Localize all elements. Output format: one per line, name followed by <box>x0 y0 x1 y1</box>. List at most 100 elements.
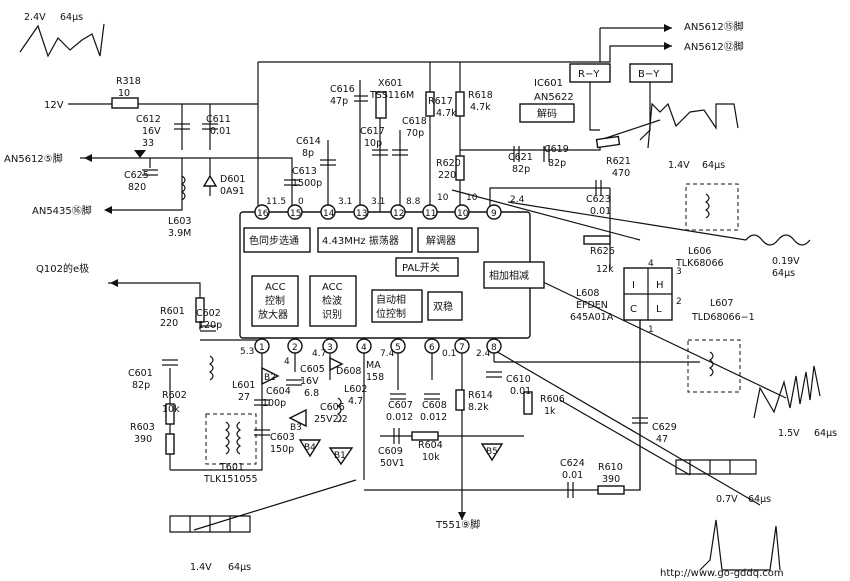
c612-volt: 16V <box>142 126 161 137</box>
t601-model: TLK151055 <box>203 474 258 485</box>
c609-value: 50V1 <box>380 458 405 469</box>
top-pins: 16 15 14 13 12 11 10 9 <box>254 204 502 220</box>
l608-model: 645A01A <box>570 312 614 323</box>
l603-value: 3.9M <box>168 228 191 239</box>
voltage: 3.1 <box>338 197 352 207</box>
block-acc-amp-3: 放大器 <box>258 308 288 321</box>
transistors <box>261 366 504 466</box>
c621-ref: C621 <box>508 152 533 163</box>
r318-value: 10 <box>118 88 130 99</box>
waveform-1-period: 64μs <box>60 12 83 23</box>
transistor-labels: B2 B3 B4 B1 B5 <box>264 373 498 461</box>
c607-value: 0.012 <box>386 412 413 423</box>
c613-value: 1500p <box>292 178 322 189</box>
x601-value: TSS116M <box>369 90 414 101</box>
voltage: 11.5 <box>266 197 286 207</box>
l608-l: L <box>656 304 662 315</box>
c623-ref: C623 <box>586 194 611 205</box>
c608-value: 0.012 <box>420 412 447 423</box>
c605-volt: 16V <box>300 376 319 387</box>
r626-value: 12k <box>596 264 614 275</box>
c624-ref: C624 <box>560 458 585 469</box>
block-acc-det-3: 识别 <box>322 309 342 321</box>
pin-label: 12 <box>393 209 404 219</box>
ma158-ref: MA <box>366 360 381 371</box>
l606-ref: L606 <box>688 246 711 257</box>
ma158-value: 158 <box>366 372 384 383</box>
waveform-2-amp: 1.4V <box>668 160 690 171</box>
c629-value: 47 <box>656 434 668 445</box>
c618-ref: C618 <box>402 116 427 127</box>
c602-value: 120p <box>198 320 222 331</box>
l608-pin: 2 <box>676 297 682 307</box>
pin-label: 15 <box>290 209 301 219</box>
voltage: 5.3 <box>240 347 254 357</box>
ic-name: IC601 <box>534 78 563 89</box>
r606-value: 1k <box>544 406 556 417</box>
d608-ref: D608 <box>336 366 361 377</box>
l606-model: TLK68066 <box>675 258 724 269</box>
l608-h: H <box>656 280 664 291</box>
pin-label: 2 <box>292 343 298 353</box>
c612-value: 33 <box>142 138 154 149</box>
by-box <box>629 63 673 83</box>
l608-type: EFDEN <box>576 300 608 311</box>
r601-ref: R601 <box>160 306 185 317</box>
voltage: 4.7 <box>312 349 326 359</box>
l607-ref: L607 <box>710 298 733 309</box>
block-acc-det-2: 检波 <box>322 294 342 307</box>
waveform-6-amp: 1.4V <box>190 562 212 573</box>
block-bistable: 双稳 <box>433 300 453 313</box>
wiring <box>68 27 787 531</box>
c617-ref: C617 <box>360 126 385 137</box>
c611-ref: C611 <box>206 114 231 125</box>
c625-value: 820 <box>128 182 146 193</box>
block-oscillator: 4.43MHz 振荡器 <box>322 234 399 247</box>
pin-label: 6 <box>429 343 435 353</box>
voltage: 2.4 <box>510 195 525 205</box>
waveform-4-period: 64μs <box>814 428 837 439</box>
l608-i: I <box>632 280 635 291</box>
diode-d601 <box>202 174 218 187</box>
pin-label: 1 <box>259 343 265 353</box>
diode-d608 <box>329 356 344 372</box>
c616-value: 47p <box>330 96 348 107</box>
r604-value: 10k <box>422 452 440 463</box>
c613-ref: C613 <box>292 166 317 177</box>
r603-value: 390 <box>134 434 152 445</box>
c609-ref: C609 <box>378 446 403 457</box>
q102-label: Q102的e极 <box>36 262 89 275</box>
an5612-5-label: AN5612⑤脚 <box>4 152 63 165</box>
coils <box>180 175 342 455</box>
x601-ref: X601 <box>378 78 403 89</box>
d601-ref: D601 <box>220 174 245 185</box>
r602-ref: R602 <box>162 390 187 401</box>
block-acc-det-1: ACC <box>322 282 343 293</box>
l601-ref: L601 <box>232 380 255 391</box>
r626-ref: R626 <box>590 246 615 257</box>
r617-ref: R617 <box>428 96 453 107</box>
c614-ref: C614 <box>296 136 321 147</box>
r621-value: 470 <box>612 168 630 179</box>
r614-ref: R614 <box>468 390 493 401</box>
by-label: B−Y <box>638 69 660 80</box>
l608-pin: 1 <box>648 325 654 335</box>
transistor-b5: B5 <box>486 447 498 457</box>
l603-ref: L603 <box>168 216 191 227</box>
c619-ref: C619 <box>544 144 569 155</box>
waveform-shapes <box>19 23 821 571</box>
pin-label: 3 <box>327 343 333 353</box>
crystal-x601 <box>375 91 387 119</box>
pin-label: 7 <box>459 343 465 353</box>
waveform-labels: 2.4V 64μs 1.4V 64μs 0.19V 64μs 1.5V 64μs… <box>24 12 837 573</box>
r620-ref: R620 <box>436 158 461 169</box>
l608-c: C <box>630 304 637 315</box>
transistor-b3: B3 <box>290 423 302 433</box>
c612-ref: C612 <box>136 114 161 125</box>
pin-label: 9 <box>491 209 497 219</box>
l608-pin: 4 <box>648 259 654 269</box>
c605-value: 6.8 <box>304 388 319 399</box>
voltage: 7.4 <box>380 349 395 359</box>
an5612-12-label: AN5612⑫脚 <box>684 40 744 53</box>
